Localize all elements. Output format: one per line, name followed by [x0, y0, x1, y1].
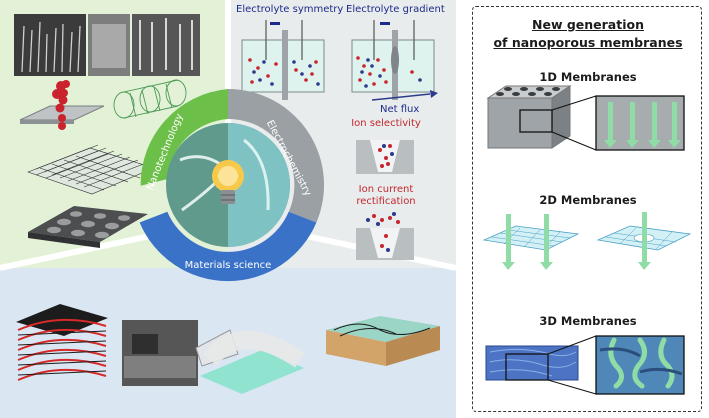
layered-membrane-stack-icon — [16, 304, 108, 381]
panel-title-line2: of nanoporous membranes — [493, 35, 683, 50]
ion-selectivity-label: Ion selectivity — [351, 118, 421, 129]
membrane-2d-title: 2D Membranes — [539, 193, 637, 207]
ion-current-rectification-label-line1: Ion current — [358, 184, 414, 195]
electrolyte-symmetry-cell — [241, 20, 325, 100]
lightbulb-icon — [212, 160, 244, 204]
nanoporous-plate-icon — [28, 206, 148, 248]
ion-rectification-pore — [356, 212, 414, 260]
electrochemistry-arc — [228, 89, 325, 223]
panel-title-line1: New generation — [532, 17, 644, 32]
electrolyte-gradient-label: Electrolyte gradient — [346, 4, 445, 15]
ion-current-rectification-label-line2: rectification — [356, 196, 416, 207]
sem-micrograph-images — [14, 14, 200, 76]
membrane-1d-title: 1D Membranes — [539, 70, 637, 84]
membrane-3d-block — [485, 335, 685, 395]
new-membranes-panel — [472, 6, 702, 412]
membrane-3d-title: 3D Membranes — [539, 314, 637, 328]
membrane-1d-block — [486, 85, 685, 151]
hydrogel-membrane-block-icon — [326, 316, 440, 366]
materials-science-label: Materials science — [184, 260, 272, 271]
membrane-sem-and-film-icon — [122, 320, 305, 394]
carbon-nanotube-icon — [113, 79, 187, 119]
nanotechnology-arc — [140, 89, 228, 186]
electrolyte-symmetry-label: Electrolyte symmetry — [236, 4, 344, 15]
materials-arc — [139, 211, 317, 282]
electrolyte-gradient-cell — [351, 20, 438, 101]
membrane-2d-sheets — [482, 212, 692, 270]
nanopore-plate-icon — [19, 80, 105, 130]
central-ring-graphic — [139, 89, 325, 282]
membrane-illustrations — [482, 85, 692, 395]
ion-selectivity-pore — [356, 140, 414, 174]
net-flux-label: Net flux — [380, 104, 420, 115]
overview-graphic — [0, 0, 457, 418]
